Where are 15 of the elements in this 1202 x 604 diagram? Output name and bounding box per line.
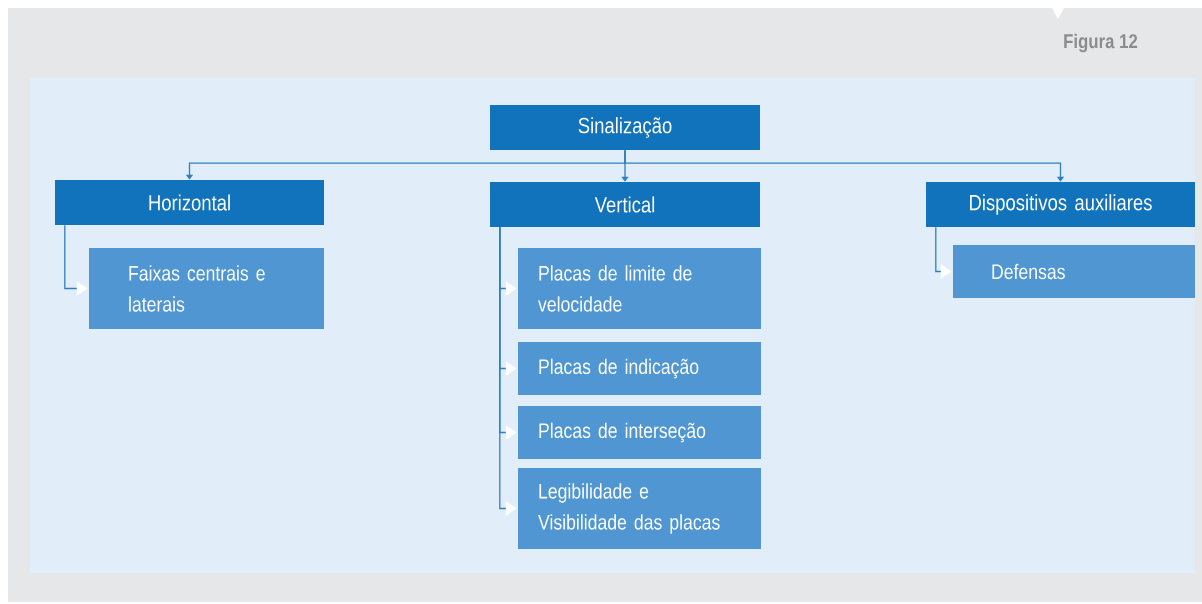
item-box: Placas de limite de velocidade (518, 248, 761, 329)
connector-arrow (499, 226, 517, 516)
item-box: Faixas centrais e laterais (89, 248, 324, 329)
item-box: Placas de interseção (518, 406, 761, 459)
category-box: Sinalização (490, 105, 760, 150)
connector-arrow (624, 149, 1065, 182)
item-box: Legibilidade e Visibilidade das placas (518, 468, 761, 549)
item-box: Placas de indicação (518, 342, 761, 395)
figure-label: Figura 12 (1064, 33, 1138, 53)
category-box: Dispositivos auxiliares (926, 182, 1195, 227)
item-box: Defensas (953, 245, 1195, 298)
category-box: Horizontal (55, 180, 324, 225)
connector-arrow (935, 226, 952, 279)
connector-arrow (64, 224, 88, 296)
category-box: Vertical (490, 182, 760, 227)
